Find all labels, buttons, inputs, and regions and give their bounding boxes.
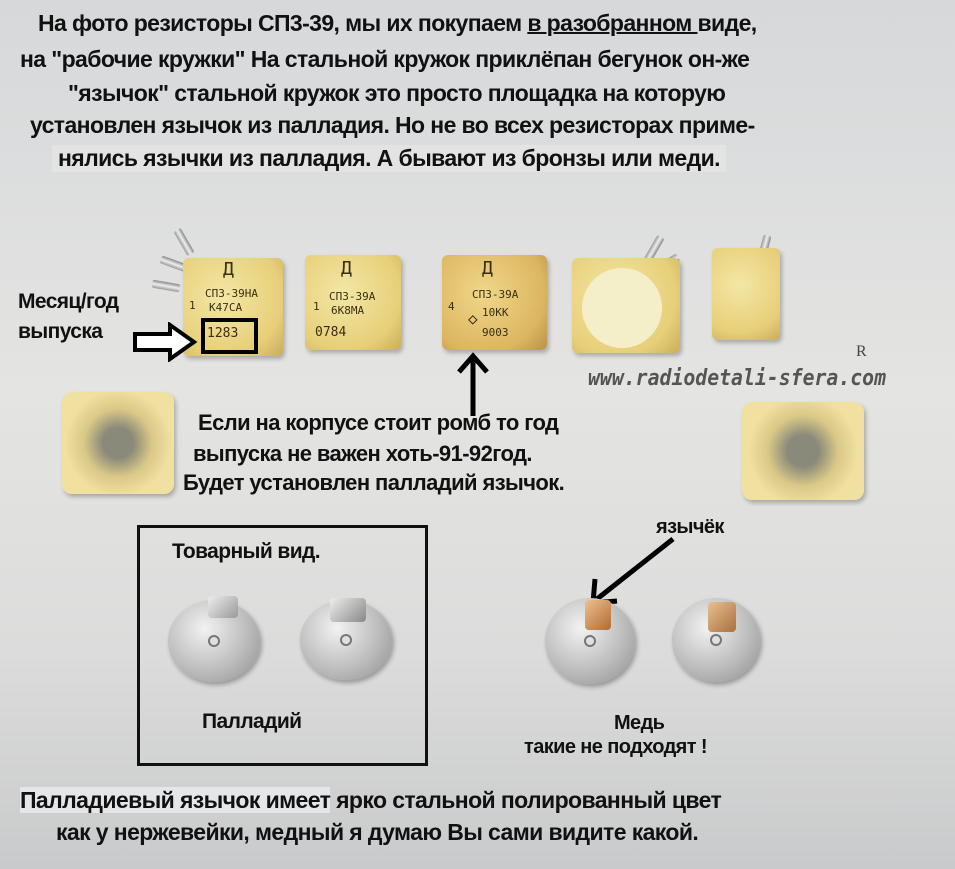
caption-line-2: на "рабочие кружки" На стальной кружок п… [20,46,750,72]
caption-underlined: в разобранном [527,10,698,36]
footer-line-2: как у нержевейки, медный я думаю Вы сами… [56,819,699,845]
footer-line-1: Палладиевый язычок имеет ярко стальной п… [20,787,722,814]
copper-tongue [585,600,611,630]
resistor-1: Д СП3-39НА 1 К47СА 1283 [183,258,283,356]
class-mark: 4 [448,300,455,313]
diamond-note-1: Если на корпусе стоит ромб то год [198,410,559,435]
logo: Д [223,259,234,280]
value-mark: 6К8МА [331,304,365,317]
caption-line-5: нялись язычки из палладия. А бывают из б… [52,145,726,172]
caption-text: виде, [697,10,758,36]
resistor-pin [173,227,195,257]
logo: Д [341,258,352,279]
copper-label: Медь [614,712,665,734]
palladium-disc [168,596,260,682]
date-highlight-box [201,318,258,354]
month-year-label: Месяц/год [18,290,119,313]
date-mark: 0784 [315,325,347,340]
value-mark: 10КК [482,306,509,319]
opened-resistor [62,392,174,494]
caption-line-1: На фото резисторы СП3-39, мы их покупаем… [38,10,757,37]
footer-text: ярко стальной полированный цвет [330,787,722,813]
diamond-note-2: выпуска не важен хоть-91-92год. [193,441,533,466]
type-mark: СП3-39А [329,290,376,303]
tongue-label: язычёк [656,516,724,538]
disc-hole [584,635,596,647]
resistor-pin [151,279,181,293]
watermark: www.radiodetali-sfera.com [588,366,887,391]
copper-disc [545,598,635,684]
disc-hole [710,634,722,646]
value-mark: К47СА [209,301,243,314]
caption-text: На фото резисторы СП3-39, мы их покупаем [38,10,528,36]
palladium-disc [300,598,392,680]
palladium-box [137,525,428,766]
copper-disc [672,598,760,682]
palladium-tongue [208,596,238,618]
commercial-label: Товарный вид. [172,540,321,563]
type-mark: СП3-39НА [205,287,258,300]
disc-hole [340,634,352,646]
resistor-2: Д СП3-39А 1 6К8МА 0784 [305,255,401,350]
palladium-tongue [330,598,366,622]
rotor [582,268,662,348]
copper-tongue [708,602,736,632]
arrow-right-icon [133,322,198,362]
palladium-label: Палладий [202,710,302,733]
resistor-5 [712,248,780,340]
caption-line-3: "язычок" стальной кружок это просто площ… [68,80,726,106]
resistor-3: Д СП3-39А 4 10КК ◇ 9003 [442,255,547,350]
class-mark: 1 [189,299,196,312]
disc-hole [208,635,220,647]
diamond-mark: ◇ [468,309,478,328]
not-suitable-label: такие не подходят ! [524,736,708,758]
date-mark: 9003 [482,326,509,339]
date-mark: 1283 [207,326,239,341]
month-year-label-2: выпуска [18,320,103,343]
class-mark: 1 [313,300,320,313]
type-mark: СП3-39А [472,288,519,301]
opened-resistor [742,402,864,500]
resistor-4 [572,258,680,353]
footer-highlight: Палладиевый язычок имеет [20,787,331,813]
diamond-note-3: Будет установлен палладий язычок. [183,470,565,495]
logo: Д [482,258,493,279]
registered-mark: R [856,343,867,360]
arrow-up-icon [457,352,489,416]
caption-line-4: установлен язычок из палладия. Но не во … [30,112,755,138]
